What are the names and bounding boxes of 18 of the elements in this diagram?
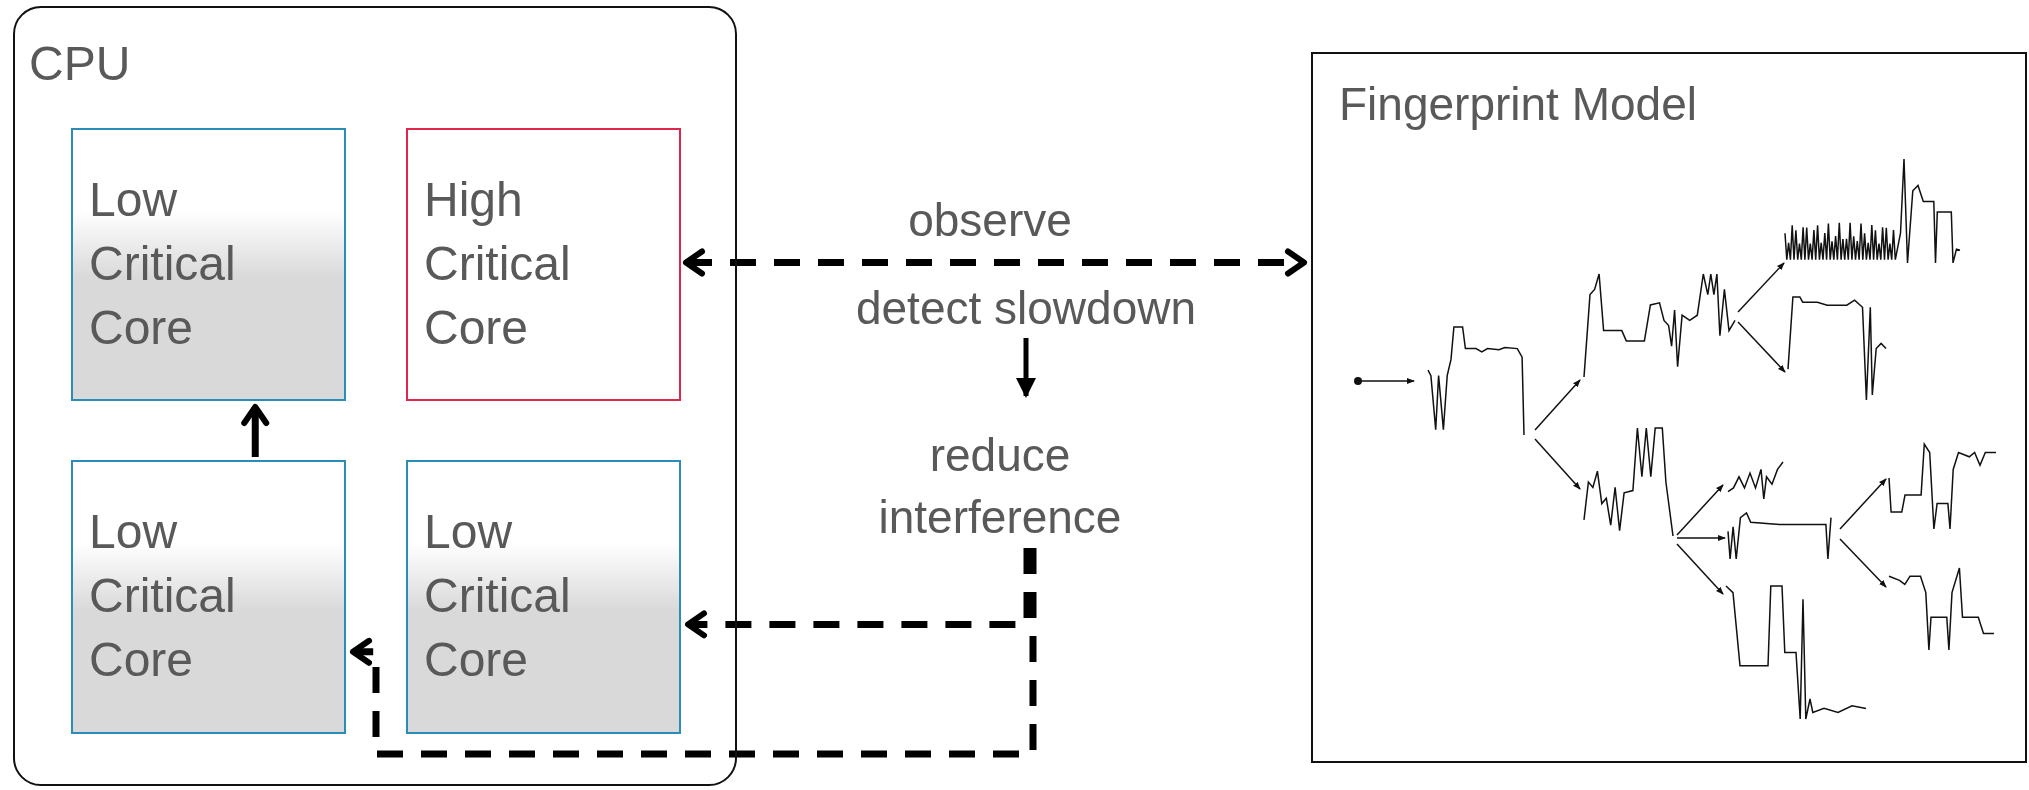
node-label: Low Critical Core (89, 504, 237, 688)
dashed-arrow (350, 548, 1037, 758)
node-label: Low Critical Core (89, 172, 237, 356)
panel-title: Fingerprint Model (1339, 77, 1698, 132)
model-panel (1311, 52, 2027, 763)
node-label: reduce interference (877, 428, 1123, 545)
core-box (406, 128, 681, 401)
dashed-arrow (685, 548, 1031, 639)
dashed-arrow (683, 248, 1307, 277)
cpu-container (13, 6, 737, 786)
panel-title: CPU (29, 36, 132, 92)
core-box (71, 460, 346, 734)
core-box (406, 460, 681, 734)
core-box (71, 128, 346, 401)
arrow (1016, 338, 1036, 398)
node-label: detect slowdown (854, 281, 1198, 336)
node-label: High Critical Core (424, 172, 572, 356)
node-label: Low Critical Core (424, 504, 572, 688)
